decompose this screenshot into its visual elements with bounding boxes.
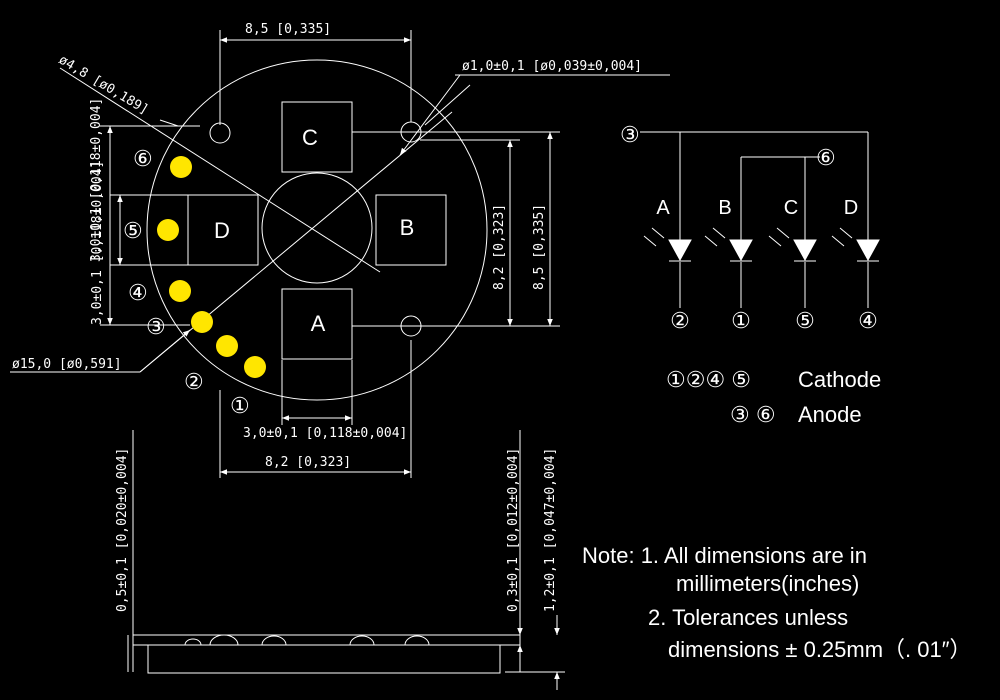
schematic-diodes	[643, 227, 880, 262]
pad-c-label: C	[302, 125, 318, 150]
dim-side-left: 0,5±0,1 [0,020±0,004]	[115, 448, 130, 612]
note-line-2: millimeters(inches)	[676, 571, 860, 596]
pad-b-label: B	[400, 215, 415, 240]
schematic-pin-bottom-3: ⑤	[795, 308, 815, 333]
dim-outer-dia: ø15,0 [ø0,591]	[12, 357, 122, 372]
note-line-3: 2. Tolerances unless	[648, 605, 849, 630]
pad-a	[281, 288, 353, 360]
pin-1-label: ①	[230, 393, 250, 418]
pin-6-label: ⑥	[133, 146, 153, 171]
note-line-4: dimensions ± 0.25mm（. 01″）	[668, 637, 972, 662]
pin-5-label: ⑤	[123, 218, 143, 243]
legend-cathode-label: Cathode	[798, 367, 881, 392]
schematic-led-a: A	[656, 197, 670, 219]
dim-right-inner: 8,2 [0,323]	[492, 204, 507, 290]
pin-4-label: ④	[128, 280, 148, 305]
schematic-pin-bottom-1: ②	[670, 308, 690, 333]
diode-a-icon	[643, 227, 692, 262]
diode-b-icon	[704, 227, 753, 262]
schematic-pin-bottom-2: ①	[731, 308, 751, 333]
legend-anode-label: Anode	[798, 402, 862, 427]
center-hole	[261, 172, 373, 284]
dim-top-width: 8,5 [0,335]	[245, 22, 331, 37]
pad-a-label: A	[311, 311, 326, 336]
mount-hole-top-left	[209, 122, 231, 144]
outer-circle	[146, 59, 488, 401]
dim-hole-small: ø1,0±0,1 [ø0,039±0,004]	[462, 59, 642, 74]
dim-right-outer: 8,5 [0,335]	[532, 204, 547, 290]
schematic-pin-bottom-4: ④	[858, 308, 878, 333]
pin-2-label: ②	[184, 369, 204, 394]
dim-left-pad: 3,0±0,1 [0,118±0,004]	[90, 161, 105, 325]
schematic-led-d: D	[844, 197, 858, 219]
dim-side-right-2: 1,2±0,1 [0,047±0,004]	[543, 448, 558, 612]
dim-left-pad-2: 3,0±0,1 [0,118±0,004]	[89, 98, 104, 262]
diode-c-icon	[768, 227, 817, 262]
pad-d-label: D	[214, 218, 230, 243]
pin-3-label: ③	[146, 314, 166, 339]
schematic-led-b: B	[718, 197, 731, 219]
schematic-pin-6: ⑥	[816, 145, 836, 170]
dim-bottom-width: 8,2 [0,323]	[265, 455, 351, 470]
led-dots	[157, 156, 266, 378]
pad-d	[187, 194, 259, 266]
diode-d-icon	[831, 227, 880, 262]
pad-c	[281, 101, 353, 173]
legend-cathode-pins: ①②④ ⑤	[666, 367, 751, 392]
note-line-1: Note: 1. All dimensions are in	[582, 543, 867, 568]
dim-side-right-1: 0,3±0,1 [0,012±0,004]	[506, 448, 521, 612]
legend-anode-pins: ③ ⑥	[730, 402, 776, 427]
pad-b	[375, 194, 447, 266]
schematic-led-c: C	[784, 197, 798, 219]
schematic-pin-3: ③	[620, 122, 640, 147]
dim-bottom-pad: 3,0±0,1 [0,118±0,004]	[243, 426, 407, 441]
